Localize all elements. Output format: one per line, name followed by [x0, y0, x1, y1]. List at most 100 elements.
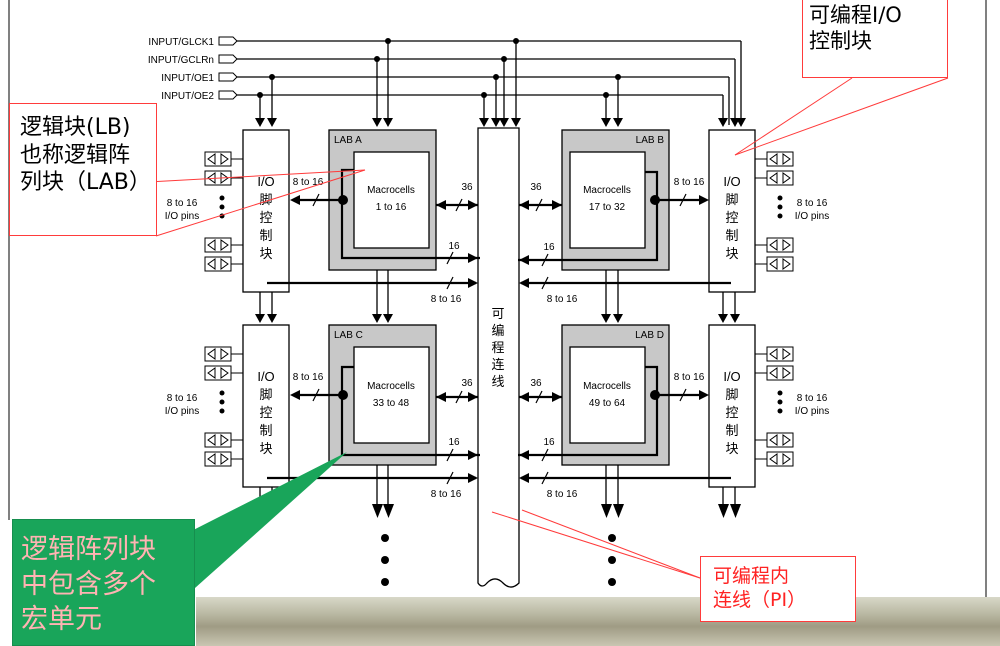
io-pin-buffers: [204, 151, 794, 467]
io-char: 块: [725, 246, 738, 261]
green-callout-pointer: [150, 452, 347, 588]
io-char: I/O: [257, 174, 274, 189]
lab-labels: LAB A LAB B LAB C LAB D Macrocells 1 to …: [334, 135, 664, 409]
io-pins-label: I/O pins: [165, 211, 199, 222]
continuation-dots: [219, 195, 783, 586]
bus-label: 8 to 16: [674, 372, 705, 383]
annotation-line: 可编程I/O: [809, 3, 902, 27]
macrocells-label: Macrocells: [583, 185, 631, 196]
io-char: 控: [725, 405, 738, 420]
pi-char: 可: [491, 306, 504, 321]
io-pins-label: 8 to 16: [167, 393, 198, 404]
annotation-line: 逻辑阵列块: [21, 534, 156, 565]
callout-lines: [147, 77, 949, 579]
lab-name: LAB B: [636, 135, 665, 146]
bus-label: 8 to 16: [674, 177, 705, 188]
io-char: 控: [259, 405, 272, 420]
input-label: INPUT/GLCK1: [148, 37, 214, 48]
bus-label: 36: [530, 182, 542, 193]
macrocells-label: Macrocells: [583, 381, 631, 392]
macrocells-range: 49 to 64: [589, 398, 626, 409]
io-char: 块: [259, 441, 272, 456]
io-char: 块: [259, 246, 272, 261]
annotation-line: 列块（LAB）: [20, 170, 151, 195]
io-char: 控: [725, 210, 738, 225]
lab-blocks: [328, 129, 670, 466]
bus-label: 16: [448, 241, 460, 252]
io-pins-label: 8 to 16: [797, 198, 828, 209]
bus-label: 36: [530, 378, 542, 389]
input-label: INPUT/OE2: [161, 91, 214, 102]
macrocells-range: 1 to 16: [376, 202, 407, 213]
io-char: 脚: [259, 387, 272, 402]
bus-label: 16: [543, 242, 555, 253]
io-blocks: [242, 129, 756, 488]
global-signal-lines: [237, 40, 742, 125]
bus-slashes: [312, 193, 687, 485]
bus-label: 16: [543, 437, 555, 448]
pi-char: 编: [491, 323, 504, 338]
io-char: 制: [725, 228, 738, 243]
io-char: I/O: [723, 369, 740, 384]
io-pins-label: 8 to 16: [167, 198, 198, 209]
io-char: 制: [259, 228, 272, 243]
io-buffer-ties: [231, 158, 767, 460]
io-char: 脚: [725, 387, 738, 402]
annotation-line: 中包含多个: [21, 569, 156, 601]
annotation-lab-macrocells: 逻辑阵列块 中包含多个 宏单元: [12, 519, 195, 646]
bus-label: 8 to 16: [547, 489, 578, 500]
bus-label: 16: [448, 437, 460, 448]
pi-char: 连: [491, 357, 504, 372]
lab-name: LAB C: [334, 330, 363, 341]
io-char: 脚: [725, 192, 738, 207]
bus-label: 8 to 16: [293, 372, 324, 383]
annotation-line: 宏单元: [21, 604, 102, 636]
pi-char: 线: [491, 374, 504, 389]
annotation-line: 也称逻辑阵: [20, 142, 131, 168]
bus-width-labels: 8 to 16 8 to 16 8 to 16 8 to 16 36 36 36…: [165, 177, 829, 500]
decorative-bottom-strip: [196, 597, 1000, 646]
pi-char: 程: [491, 340, 504, 355]
bus-label: 8 to 16: [293, 177, 324, 188]
io-pins-label: I/O pins: [795, 211, 829, 222]
io-char: 脚: [259, 192, 272, 207]
annotation-logic-block: 逻辑块(LB) 也称逻辑阵 列块（LAB）: [9, 103, 157, 236]
annotation-line: 控制块: [809, 29, 872, 54]
bus-arrowheads: [290, 195, 709, 483]
bus-dots: [338, 195, 660, 400]
lab-feedback-lines: [340, 168, 659, 457]
io-char: 制: [725, 423, 738, 438]
input-label: INPUT/GCLRn: [148, 55, 214, 66]
io-char: I/O: [723, 174, 740, 189]
bus-label: 36: [461, 378, 473, 389]
annotation-line: 可编程内: [713, 565, 790, 587]
macrocells-range: 33 to 48: [373, 398, 410, 409]
io-pins-label: 8 to 16: [797, 393, 828, 404]
io-pins-label: I/O pins: [795, 406, 829, 417]
io-pins-label: I/O pins: [165, 406, 199, 417]
io-char: 制: [259, 423, 272, 438]
programmable-interconnect: [477, 127, 520, 588]
annotation-line: 连线（PI）: [713, 588, 807, 611]
lab-name: LAB D: [635, 330, 664, 341]
down-arrowheads-top: [255, 118, 746, 127]
annotation-programmable-interconnect: 可编程内 连线（PI）: [700, 556, 856, 622]
lab-name: LAB A: [334, 135, 362, 146]
io-char: 块: [725, 441, 738, 456]
input-pads: [218, 36, 238, 100]
io-block-labels: I/O 脚 控 制 块 I/O 脚 控 制 块 I/O 脚 控 制 块 I/O …: [257, 174, 740, 456]
macrocells-label: Macrocells: [367, 185, 415, 196]
annotation-line: 逻辑块(LB): [20, 115, 131, 140]
bus-label: 8 to 16: [431, 294, 462, 305]
macrocells-label: Macrocells: [367, 381, 415, 392]
input-labels: INPUT/GLCK1 INPUT/GCLRn INPUT/OE1 INPUT/…: [148, 37, 215, 102]
io-char: 控: [259, 210, 272, 225]
macrocells-range: 17 to 32: [589, 202, 626, 213]
annotation-io-control: 可编程I/O 控制块: [802, 0, 948, 78]
bus-label: 8 to 16: [431, 489, 462, 500]
bus-label: 36: [461, 182, 473, 193]
input-label: INPUT/OE1: [161, 73, 214, 84]
io-char: I/O: [257, 369, 274, 384]
junction-dots: [257, 38, 621, 98]
